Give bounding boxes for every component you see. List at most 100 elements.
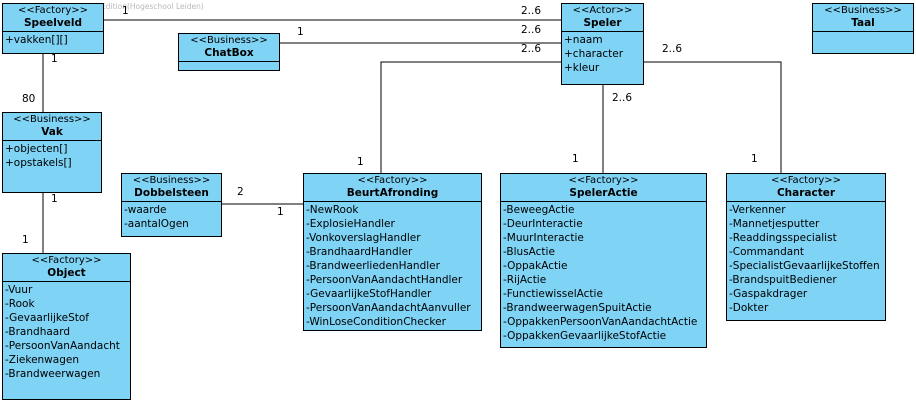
class-character[interactable]: <<Factory>> Character -Verkenner -Mannet… xyxy=(726,173,886,321)
class-taal[interactable]: <<Business>> Taal xyxy=(812,3,914,54)
attribute: -PersoonVanAandachtHandler xyxy=(306,274,463,286)
attribute-list: -NewRook -ExplosieHandler -VonkoverslagH… xyxy=(304,202,481,330)
multiplicity-label: 2..6 xyxy=(521,43,542,55)
multiplicity-label: 1 xyxy=(572,153,579,165)
attribute: -SpecialistGevaarlijkeStoffen xyxy=(729,260,880,272)
attribute: +character xyxy=(564,48,624,60)
multiplicity-label: 2 xyxy=(237,186,244,198)
multiplicity-label: 1 xyxy=(277,206,284,218)
assoc-speler-beurtafronding xyxy=(380,61,561,173)
attribute: +vakken[][] xyxy=(5,34,68,46)
attribute-list: +vakken[][] xyxy=(3,32,103,48)
attribute: -Commandant xyxy=(729,246,804,258)
class-name: BeurtAfronding xyxy=(346,187,439,199)
class-stereotype: <<Actor>> xyxy=(572,5,633,16)
attribute: -Brandweerwagen xyxy=(5,368,101,380)
attribute-list: +objecten[] +opstakels[] xyxy=(3,141,101,171)
class-stereotype: <<Factory>> xyxy=(31,255,102,266)
attribute: -Rook xyxy=(5,298,35,310)
attribute: -OppakkenPersoonVanAandachtActie xyxy=(503,316,698,328)
attribute: -ExplosieHandler xyxy=(306,218,395,230)
multiplicity-label: 1 xyxy=(22,234,29,246)
class-header: <<Factory>> BeurtAfronding xyxy=(304,174,481,202)
multiplicity-label: 1 xyxy=(122,5,129,17)
attribute: +objecten[] xyxy=(5,143,68,155)
attribute: -FunctiewisselActie xyxy=(503,288,603,300)
attribute: -BeweegActie xyxy=(503,204,575,216)
class-chatbox[interactable]: <<Business>> ChatBox xyxy=(178,33,280,71)
class-name: SpelerActie xyxy=(569,187,638,199)
multiplicity-label: 1 xyxy=(51,53,58,65)
attribute: -GevaarlijkeStof xyxy=(5,312,89,324)
class-name: Character xyxy=(776,187,836,199)
class-name: Dobbelsteen xyxy=(134,187,209,199)
class-dobbelsteen[interactable]: <<Business>> Dobbelsteen -waarde -aantal… xyxy=(121,173,222,237)
attribute: -BrandspuitBediener xyxy=(729,274,837,286)
class-object[interactable]: <<Factory>> Object -Vuur -Rook -Gevaarli… xyxy=(2,253,131,400)
class-name: Taal xyxy=(851,17,875,29)
class-header: <<Business>> Taal xyxy=(813,4,913,32)
class-beurtafronding[interactable]: <<Factory>> BeurtAfronding -NewRook -Exp… xyxy=(303,173,482,331)
attribute: -RijActie xyxy=(503,274,547,286)
attribute: -DeurInteractie xyxy=(503,218,583,230)
class-stereotype: <<Factory>> xyxy=(770,175,842,186)
class-stereotype: <<Factory>> xyxy=(568,175,639,186)
class-header: <<Actor>> Speler xyxy=(562,4,643,32)
attribute: -WinLoseConditionChecker xyxy=(306,316,446,328)
class-name: Vak xyxy=(41,126,63,138)
attribute-list: -BeweegActie -DeurInteractie -MuurIntera… xyxy=(501,202,706,344)
attribute: -PersoonVanAandachtAanvuller xyxy=(306,302,471,314)
class-stereotype: <<Factory>> xyxy=(17,5,89,16)
class-stereotype: <<Business>> xyxy=(190,35,268,46)
attribute-list: +naam +character +kleur xyxy=(562,32,643,76)
attribute: -MuurInteractie xyxy=(503,232,584,244)
class-header: <<Factory>> SpelerActie xyxy=(501,174,706,202)
attribute: -BlusActie xyxy=(503,246,555,258)
attribute: -waarde xyxy=(124,204,167,216)
class-speler[interactable]: <<Actor>> Speler +naam +character +kleur xyxy=(561,3,644,85)
attribute: -Brandhaard xyxy=(5,326,71,338)
attribute: -OppakActie xyxy=(503,260,568,272)
multiplicity-label: 80 xyxy=(22,93,36,105)
class-vak[interactable]: <<Business>> Vak +objecten[] +opstakels[… xyxy=(2,112,102,193)
multiplicity-label: 1 xyxy=(357,156,364,168)
attribute: +kleur xyxy=(564,62,600,74)
attribute: -BrandweerwagenSpuitActie xyxy=(503,302,652,314)
multiplicity-label: 2..6 xyxy=(612,92,633,104)
attribute: -NewRook xyxy=(306,204,359,216)
class-stereotype: <<Business>> xyxy=(824,5,902,16)
assoc-speler-character xyxy=(644,61,782,173)
multiplicity-label: 2..6 xyxy=(662,43,683,55)
attribute-list: -waarde -aantalOgen xyxy=(122,202,221,232)
attribute-list: -Vuur -Rook -GevaarlijkeStof -Brandhaard… xyxy=(3,282,130,382)
attribute: -Gaspakdrager xyxy=(729,288,808,300)
multiplicity-label: 1 xyxy=(297,26,304,38)
attribute: +opstakels[] xyxy=(5,157,72,169)
attribute: -BrandhaardHandler xyxy=(306,246,413,258)
class-stereotype: <<Factory>> xyxy=(357,175,428,186)
class-name: ChatBox xyxy=(204,47,254,59)
attribute: -GevaarlijkeStofHandler xyxy=(306,288,432,300)
attribute: -Verkenner xyxy=(729,204,786,216)
class-name: Speelveld xyxy=(23,17,82,29)
class-name: Speler xyxy=(583,17,622,29)
attribute: -VonkoverslagHandler xyxy=(306,232,421,244)
class-header: <<Factory>> Object xyxy=(3,254,130,282)
class-speelveld[interactable]: <<Factory>> Speelveld +vakken[][] xyxy=(2,3,104,54)
attribute: -aantalOgen xyxy=(124,218,189,230)
multiplicity-label: 1 xyxy=(51,193,58,205)
multiplicity-label: 2..6 xyxy=(521,24,542,36)
attribute: -Ziekenwagen xyxy=(5,354,79,366)
multiplicity-label: 1 xyxy=(751,153,758,165)
class-speleractie[interactable]: <<Factory>> SpelerActie -BeweegActie -De… xyxy=(500,173,707,348)
class-header: <<Factory>> Character xyxy=(727,174,885,202)
attribute-list: -Verkenner -Mannetjesputter -Readdingssp… xyxy=(727,202,885,316)
attribute: -Mannetjesputter xyxy=(729,218,820,230)
attribute: +naam xyxy=(564,34,603,46)
class-header: <<Business>> Vak xyxy=(3,113,101,141)
attribute: -OppakkenGevaarlijkeStofActie xyxy=(503,330,667,342)
attribute: -BrandweerliedenHandler xyxy=(306,260,440,272)
attribute: -Vuur xyxy=(5,284,33,296)
class-stereotype: <<Business>> xyxy=(132,175,211,186)
